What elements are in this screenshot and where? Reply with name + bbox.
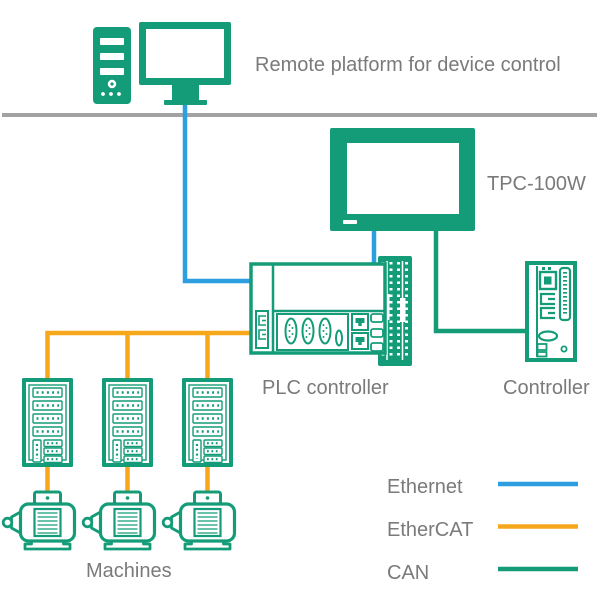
motor-2 (81, 490, 157, 551)
ethernet-link-pc-plc (182, 104, 253, 284)
legend: Ethernet EtherCAT CAN (387, 476, 578, 584)
rj45-ports (351, 313, 369, 350)
machine-rack-2 (100, 376, 155, 469)
motor-3 (161, 490, 237, 551)
desktop-computer-icon (93, 22, 231, 105)
controller-io-strip (558, 266, 572, 322)
legend-label-can: CAN (387, 562, 429, 584)
ethercat-bus-main (45, 330, 253, 378)
panel-logo-dash (343, 220, 357, 224)
legend-label-ethernet: Ethernet (387, 476, 463, 498)
pc-tower-icon (93, 27, 131, 104)
controller-claw-connectors (539, 292, 555, 320)
legend-label-ethercat: EtherCAT (387, 519, 473, 541)
can-link-tpc-controller (433, 229, 530, 334)
label-machines: Machines (86, 560, 172, 582)
backbone-line (2, 113, 597, 117)
machine-rack-3 (180, 376, 235, 469)
label-plc: PLC controller (262, 377, 389, 399)
label-tpc: TPC-100W (487, 173, 586, 195)
db9-connectors (284, 317, 343, 347)
plc-module-icon (249, 256, 412, 366)
label-controller: Controller (503, 377, 590, 399)
touch-panel-icon (330, 128, 475, 231)
ethercat-bus (45, 330, 253, 493)
motor-1 (1, 490, 77, 551)
pc-monitor-icon (139, 22, 231, 105)
machine-rack-1 (20, 376, 75, 469)
plc-slots (370, 313, 384, 352)
label-remote-platform: Remote platform for device control (255, 54, 561, 76)
servo-controller-icon (525, 261, 577, 362)
